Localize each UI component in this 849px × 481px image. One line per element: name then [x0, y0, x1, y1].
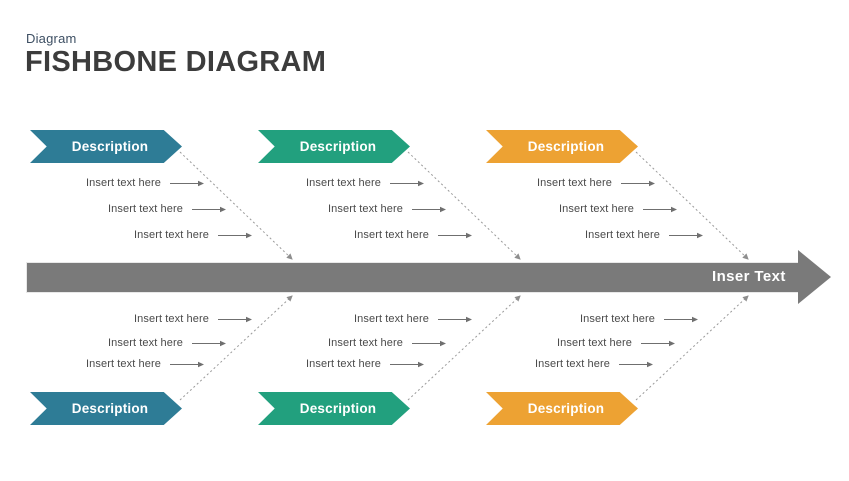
branch-banner-top-1[interactable]: Description [30, 130, 182, 163]
cause-row-top-3-2[interactable]: Insert text here [559, 203, 679, 215]
cause-arrow-icon [217, 316, 252, 322]
cause-text: Insert text here [354, 313, 429, 325]
page-title: FISHBONE DIAGRAM [25, 46, 327, 78]
cause-row-top-2-2[interactable]: Insert text here [328, 203, 448, 215]
branch-banner-top-3-label: Description [527, 139, 605, 154]
cause-text: Insert text here [86, 177, 161, 189]
cause-arrow-icon [640, 340, 675, 346]
cause-arrow-icon [437, 316, 472, 322]
cause-row-top-1-3[interactable]: Insert text here [134, 229, 254, 241]
cause-row-bottom-3-1[interactable]: Insert text here [580, 313, 700, 325]
cause-text: Insert text here [354, 229, 429, 241]
cause-arrow-icon [411, 206, 446, 212]
cause-row-top-1-2[interactable]: Insert text here [108, 203, 228, 215]
cause-arrow-icon [437, 232, 472, 238]
branch-banner-top-2[interactable]: Description [258, 130, 410, 163]
cause-text: Insert text here [328, 337, 403, 349]
cause-arrow-icon [618, 361, 653, 367]
cause-arrow-icon [389, 180, 424, 186]
cause-arrow-icon [620, 180, 655, 186]
cause-arrow-icon [663, 316, 698, 322]
cause-row-top-3-3[interactable]: Insert text here [585, 229, 705, 241]
cause-text: Insert text here [557, 337, 632, 349]
cause-arrow-icon [169, 361, 204, 367]
cause-row-top-2-1[interactable]: Insert text here [306, 177, 426, 189]
cause-text: Insert text here [328, 203, 403, 215]
branch-banner-top-1-label: Description [71, 139, 149, 154]
cause-text: Insert text here [537, 177, 612, 189]
branch-banner-bottom-2-label: Description [299, 401, 377, 416]
cause-row-top-1-1[interactable]: Insert text here [86, 177, 206, 189]
cause-arrow-icon [169, 180, 204, 186]
cause-arrow-icon [389, 361, 424, 367]
cause-row-bottom-2-2[interactable]: Insert text here [328, 337, 448, 349]
cause-arrow-icon [668, 232, 703, 238]
branch-banner-top-2-label: Description [299, 139, 377, 154]
cause-text: Insert text here [585, 229, 660, 241]
cause-row-bottom-1-2[interactable]: Insert text here [108, 337, 228, 349]
branch-banner-bottom-3[interactable]: Description [486, 392, 638, 425]
cause-arrow-icon [411, 340, 446, 346]
cause-row-bottom-2-3[interactable]: Insert text here [306, 358, 426, 370]
spine-bar [26, 262, 800, 293]
spine-arrowhead-icon [798, 250, 831, 304]
cause-text: Insert text here [306, 358, 381, 370]
cause-text: Insert text here [580, 313, 655, 325]
spine-label: Inser Text [712, 268, 786, 285]
cause-arrow-icon [217, 232, 252, 238]
cause-text: Insert text here [108, 337, 183, 349]
branch-banner-bottom-1[interactable]: Description [30, 392, 182, 425]
cause-text: Insert text here [134, 313, 209, 325]
cause-row-top-2-3[interactable]: Insert text here [354, 229, 474, 241]
cause-row-bottom-1-1[interactable]: Insert text here [134, 313, 254, 325]
cause-arrow-icon [191, 340, 226, 346]
cause-arrow-icon [642, 206, 677, 212]
cause-text: Insert text here [108, 203, 183, 215]
cause-text: Insert text here [535, 358, 610, 370]
branch-banner-bottom-2[interactable]: Description [258, 392, 410, 425]
branch-banner-bottom-3-label: Description [527, 401, 605, 416]
cause-row-bottom-3-2[interactable]: Insert text here [557, 337, 677, 349]
cause-row-bottom-2-1[interactable]: Insert text here [354, 313, 474, 325]
cause-row-top-3-1[interactable]: Insert text here [537, 177, 657, 189]
cause-arrow-icon [191, 206, 226, 212]
cause-text: Insert text here [559, 203, 634, 215]
cause-row-bottom-1-3[interactable]: Insert text here [86, 358, 206, 370]
cause-text: Insert text here [86, 358, 161, 370]
cause-row-bottom-3-3[interactable]: Insert text here [535, 358, 655, 370]
branch-banner-top-3[interactable]: Description [486, 130, 638, 163]
cause-text: Insert text here [134, 229, 209, 241]
eyebrow-label: Diagram [26, 31, 77, 46]
cause-text: Insert text here [306, 177, 381, 189]
branch-banner-bottom-1-label: Description [71, 401, 149, 416]
